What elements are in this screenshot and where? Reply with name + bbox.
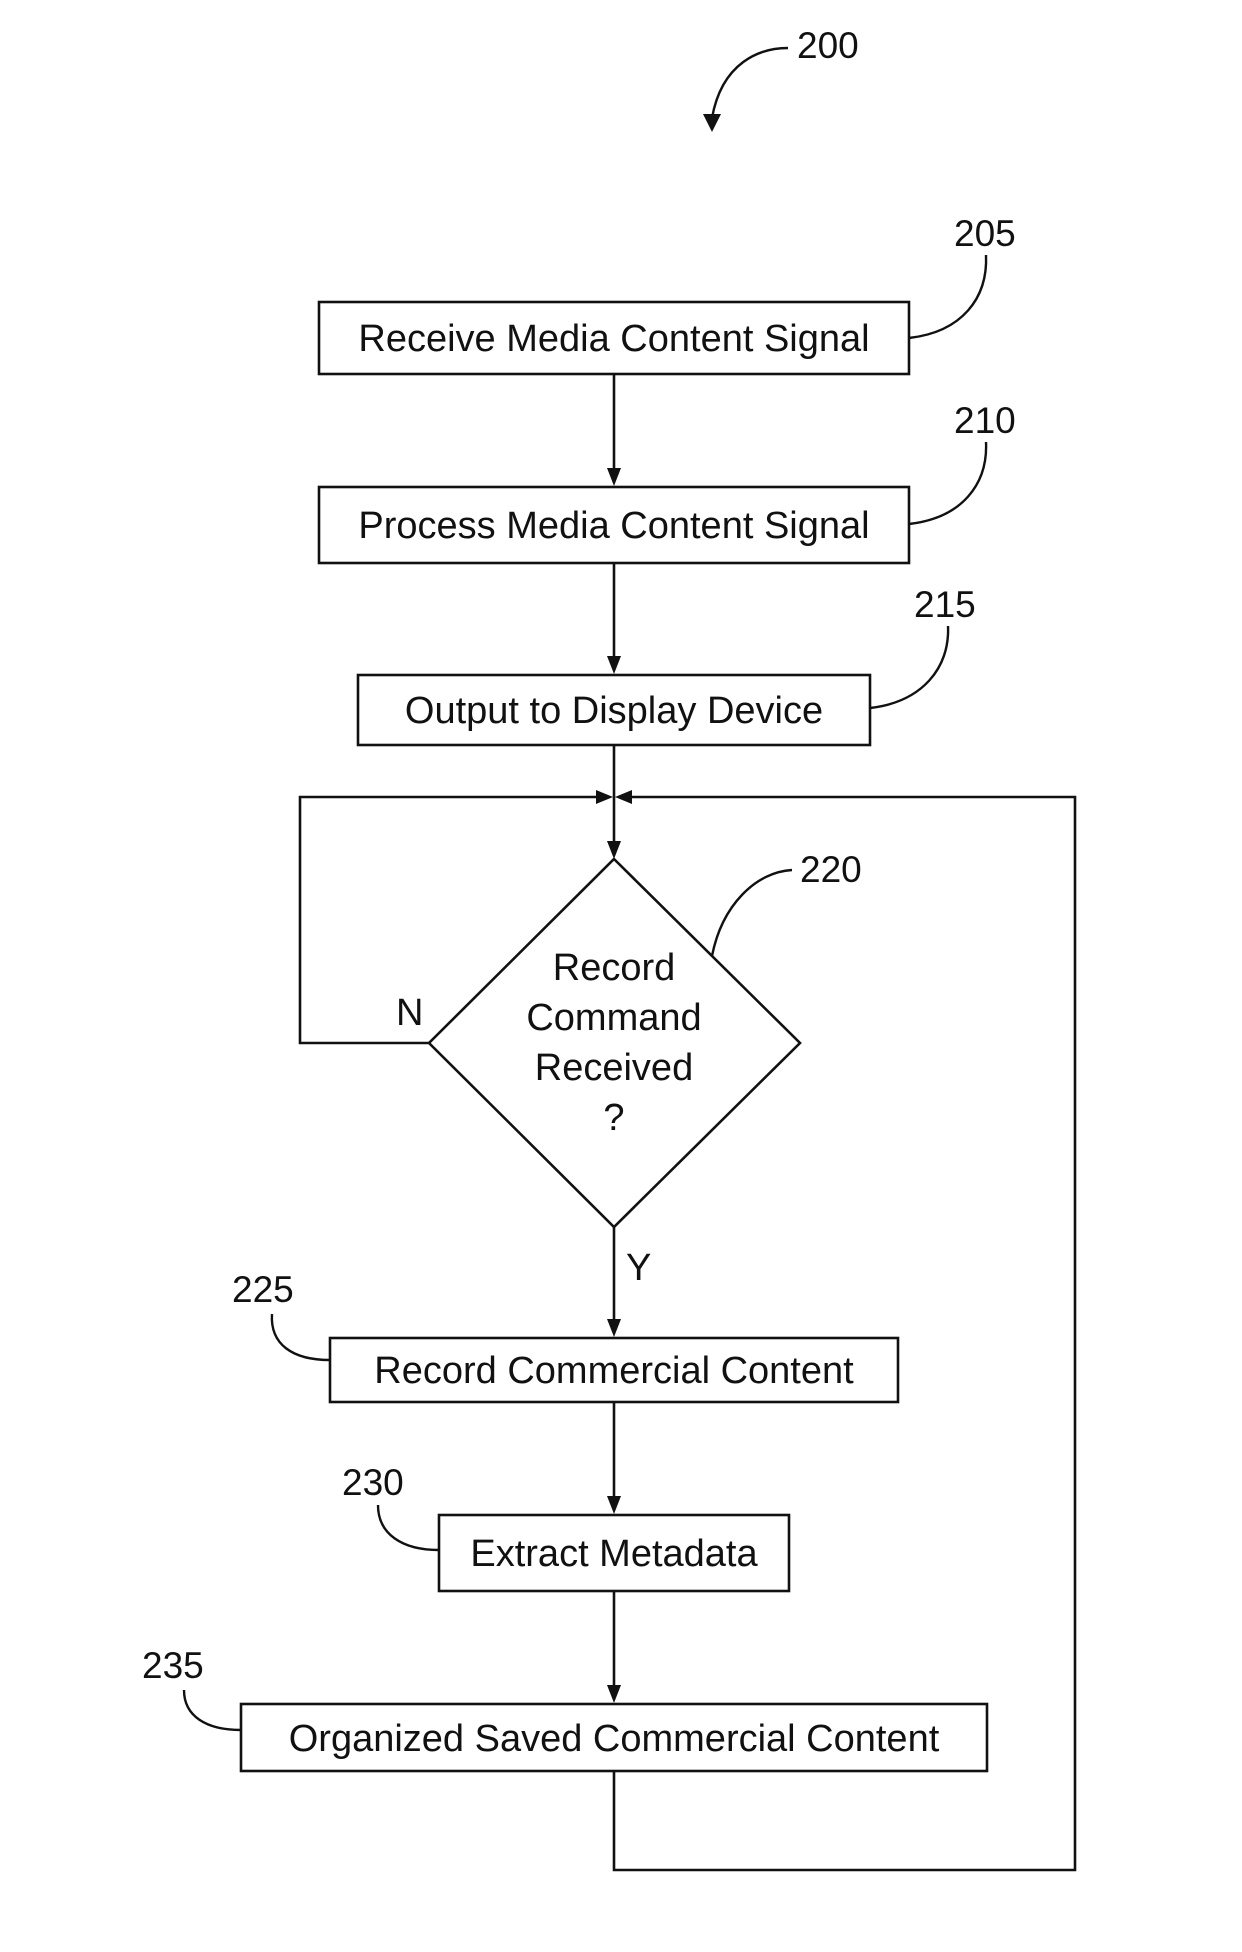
- step-label: Record Commercial Content: [374, 1350, 854, 1392]
- step-label: Output to Display Device: [405, 690, 823, 732]
- decision-line-1: Record: [553, 947, 676, 989]
- decision-line-4: ?: [603, 1097, 624, 1139]
- branch-label-yes: Y: [626, 1247, 651, 1289]
- step-230: Extract Metadata 230: [342, 1462, 789, 1591]
- reference-leader: [909, 442, 986, 524]
- reference-leader: [712, 870, 792, 956]
- figure-pointer-line: [712, 48, 788, 118]
- reference-leader: [184, 1690, 241, 1730]
- decision-line-3: Received: [535, 1047, 693, 1089]
- arrowhead: [607, 1319, 621, 1337]
- branch-label-no: N: [396, 992, 423, 1034]
- step-235: Organized Saved Commercial Content 235: [142, 1645, 987, 1771]
- step-205: Receive Media Content Signal 205: [319, 213, 1016, 374]
- reference-leader: [870, 626, 948, 708]
- arrowhead: [607, 1496, 621, 1514]
- reference-number: 220: [800, 849, 862, 890]
- no-loop-arrowhead: [596, 790, 613, 804]
- figure-number: 200: [797, 25, 859, 66]
- arrowhead: [607, 841, 621, 859]
- decision-line-2: Command: [526, 997, 701, 1039]
- reference-number: 230: [342, 1462, 404, 1503]
- step-label: Organized Saved Commercial Content: [289, 1718, 940, 1760]
- arrowhead: [607, 1685, 621, 1703]
- reference-number: 215: [914, 584, 976, 625]
- step-215: Output to Display Device 215: [358, 584, 976, 745]
- reference-number: 225: [232, 1269, 294, 1310]
- step-210: Process Media Content Signal 210: [319, 400, 1016, 563]
- decision-220: Record Command Received ? 220: [429, 849, 862, 1227]
- step-label: Extract Metadata: [470, 1533, 758, 1575]
- reference-number: 210: [954, 400, 1016, 441]
- arrowhead: [607, 468, 621, 486]
- figure-pointer-arrowhead: [703, 114, 721, 132]
- step-225: Record Commercial Content 225: [232, 1269, 898, 1402]
- reference-leader: [272, 1314, 330, 1360]
- reference-number: 235: [142, 1645, 204, 1686]
- return-loop-arrowhead: [615, 790, 632, 804]
- reference-number: 205: [954, 213, 1016, 254]
- reference-leader: [378, 1505, 439, 1550]
- arrowhead: [607, 656, 621, 674]
- figure-reference: 200: [703, 25, 859, 132]
- step-label: Receive Media Content Signal: [358, 318, 869, 360]
- reference-leader: [909, 255, 986, 338]
- decision-diamond: [429, 859, 800, 1227]
- step-label: Process Media Content Signal: [358, 505, 869, 547]
